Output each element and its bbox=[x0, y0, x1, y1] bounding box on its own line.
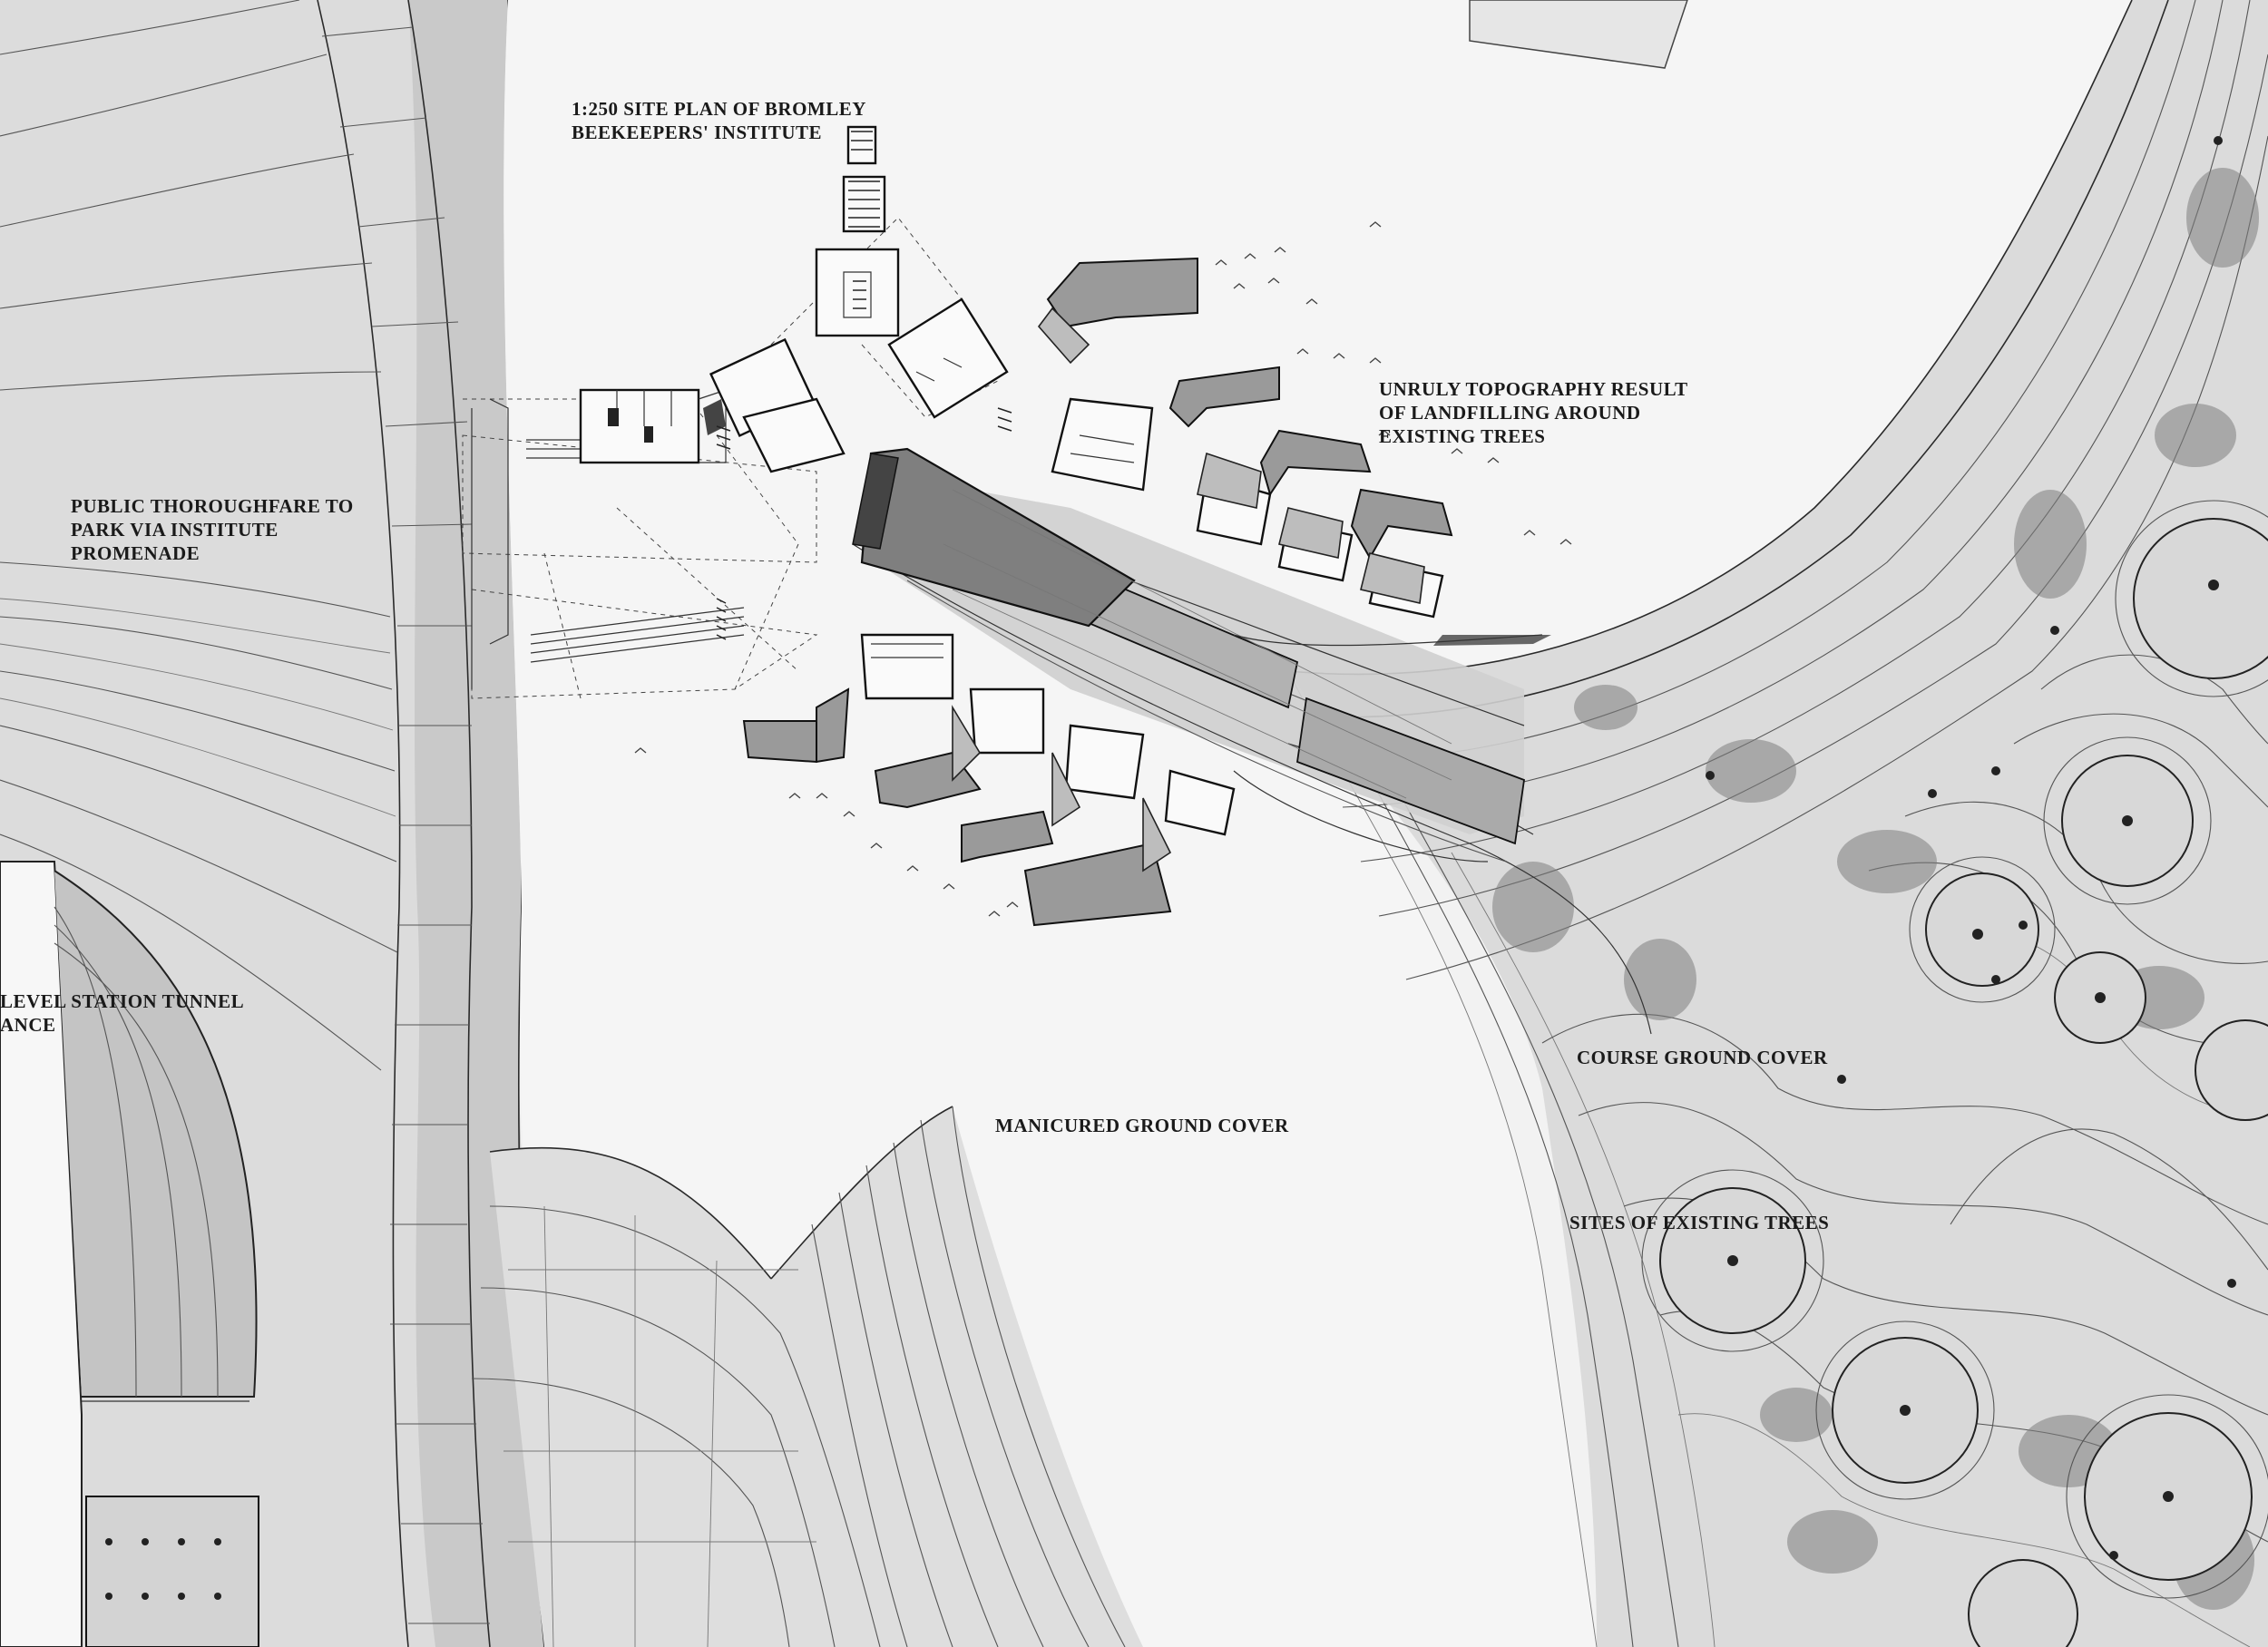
title-label-line2: BEEKEEPERS' INSTITUTE bbox=[572, 122, 822, 143]
left-terrain bbox=[0, 0, 562, 1647]
existing-trees bbox=[1641, 136, 2268, 1647]
manicured-label: MANICURED GROUND COVER bbox=[995, 1115, 1289, 1136]
station-tunnel bbox=[0, 861, 259, 1647]
hive-pavilions-north bbox=[1037, 257, 1453, 604]
public-label-line1: PUBLIC THOROUGHFARE TO bbox=[71, 495, 354, 517]
institute-promenade bbox=[852, 447, 1652, 1035]
sheet-fragment bbox=[1469, 0, 1688, 69]
station-label-line2: ANCE bbox=[0, 1014, 56, 1036]
bee-marks bbox=[634, 221, 1572, 917]
hive-pavilions-south bbox=[742, 687, 1172, 927]
title-label-line1: 1:250 SITE PLAN OF BROMLEY bbox=[572, 98, 866, 120]
public-label-line2: PARK VIA INSTITUTE bbox=[71, 519, 279, 541]
sites-label: SITES OF EXISTING TREES bbox=[1569, 1212, 1829, 1233]
unruly-label-line1: UNRULY TOPOGRAPHY RESULT bbox=[1379, 378, 1688, 400]
park-terrain bbox=[1287, 0, 2268, 1647]
unruly-label-line2: OF LANDFILLING AROUND bbox=[1379, 402, 1641, 424]
public-label-line3: PROMENADE bbox=[71, 542, 200, 564]
unruly-label-line3: EXISTING TREES bbox=[1379, 425, 1545, 447]
stepped-landform bbox=[471, 1106, 1143, 1647]
station-label-line1: LEVEL STATION TUNNEL bbox=[0, 990, 244, 1012]
drawing-labels: 1:250 SITE PLAN OF BROMLEY BEEKEEPERS' I… bbox=[0, 98, 1829, 1233]
course-label: COURSE GROUND COVER bbox=[1577, 1047, 1828, 1068]
